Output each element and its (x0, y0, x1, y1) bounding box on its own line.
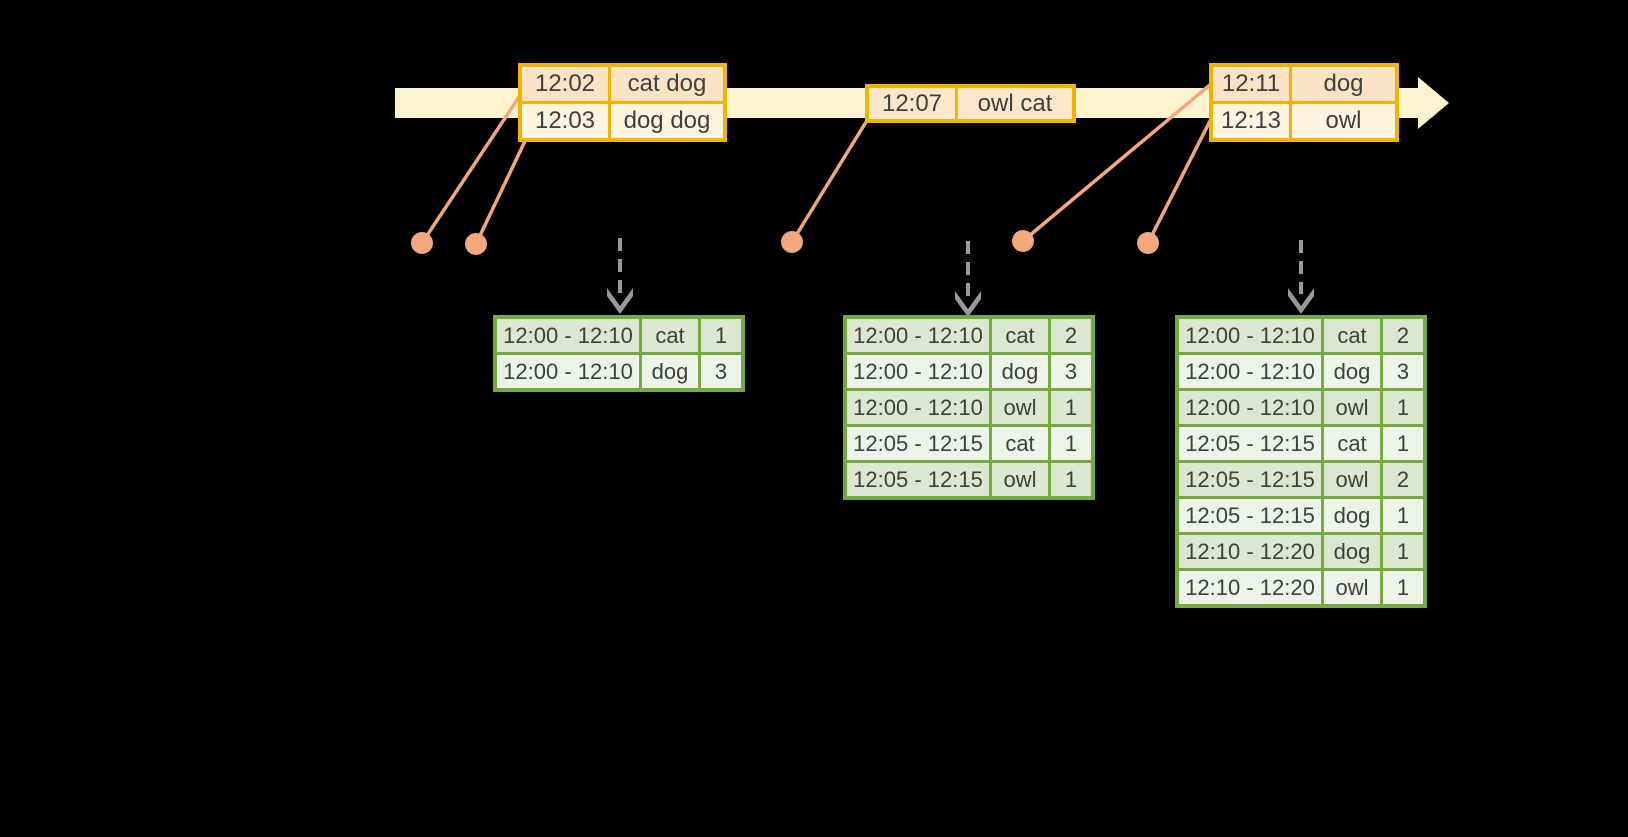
event-dot (411, 232, 433, 254)
event-words-cell: owl cat (958, 88, 1072, 119)
arrow-down-icon (955, 291, 981, 317)
arrow-down-icon (1288, 288, 1314, 314)
window-cell: 12:05 - 12:15 (1179, 499, 1321, 532)
window-cell: 12:00 - 12:10 (847, 355, 989, 388)
trigger-arrowheads (607, 288, 1314, 317)
window-cell: 12:05 - 12:15 (1179, 463, 1321, 496)
event-link-line (1021, 82, 1213, 243)
window-cell: 12:10 - 12:20 (1179, 571, 1321, 604)
word-cell: owl (1324, 463, 1380, 496)
word-cell: cat (992, 319, 1048, 352)
event-dot (1012, 230, 1034, 252)
count-cell: 3 (1383, 355, 1423, 388)
event-link-line (790, 121, 868, 243)
arrow-down-icon (607, 288, 633, 314)
event-time-cell: 12:11 (1213, 67, 1289, 101)
count-cell: 1 (1051, 463, 1091, 496)
window-cell: 12:00 - 12:10 (847, 319, 989, 352)
word-cell: dog (642, 355, 698, 388)
event-link-line (474, 138, 528, 245)
word-cell: dog (1324, 535, 1380, 568)
trigger-arrows (618, 238, 1303, 297)
event-dot (1137, 232, 1159, 254)
word-cell: owl (1324, 391, 1380, 424)
word-cell: dog (1324, 355, 1380, 388)
event-words-cell: cat dog (611, 67, 723, 101)
event-words-cell: dog (1292, 67, 1395, 101)
word-cell: cat (992, 427, 1048, 460)
event-time-cell: 12:13 (1213, 104, 1289, 138)
word-cell: owl (992, 391, 1048, 424)
event-dot (781, 231, 803, 253)
window-cell: 12:00 - 12:10 (1179, 319, 1321, 352)
window-cell: 12:10 - 12:20 (1179, 535, 1321, 568)
count-cell: 1 (1051, 391, 1091, 424)
count-cell: 1 (1051, 427, 1091, 460)
count-cell: 1 (1383, 391, 1423, 424)
window-cell: 12:00 - 12:10 (1179, 391, 1321, 424)
count-cell: 1 (1383, 427, 1423, 460)
word-cell: dog (1324, 499, 1380, 532)
count-cell: 1 (1383, 571, 1423, 604)
event-link-line (1146, 118, 1213, 244)
window-cell: 12:05 - 12:15 (847, 463, 989, 496)
window-cell: 12:00 - 12:10 (847, 391, 989, 424)
word-cell: owl (1324, 571, 1380, 604)
event-words-cell: owl (1292, 104, 1395, 138)
event-time-cell: 12:03 (522, 104, 608, 138)
event-dot (465, 233, 487, 255)
window-cell: 12:00 - 12:10 (497, 319, 639, 352)
event-dots (411, 230, 1159, 255)
count-cell: 2 (1383, 463, 1423, 496)
word-cell: cat (1324, 427, 1380, 460)
count-cell: 1 (1383, 535, 1423, 568)
event-link-line (420, 93, 523, 244)
word-cell: owl (992, 463, 1048, 496)
window-cell: 12:00 - 12:10 (497, 355, 639, 388)
count-cell: 1 (701, 319, 741, 352)
word-cell: cat (1324, 319, 1380, 352)
count-cell: 2 (1383, 319, 1423, 352)
window-cell: 12:00 - 12:10 (1179, 355, 1321, 388)
count-cell: 3 (701, 355, 741, 388)
window-cell: 12:05 - 12:15 (847, 427, 989, 460)
word-cell: dog (992, 355, 1048, 388)
event-link-lines (420, 82, 1213, 245)
timeline-arrowhead-icon (1418, 77, 1449, 129)
count-cell: 1 (1383, 499, 1423, 532)
count-cell: 2 (1051, 319, 1091, 352)
count-cell: 3 (1051, 355, 1091, 388)
window-cell: 12:05 - 12:15 (1179, 427, 1321, 460)
event-time-cell: 12:02 (522, 67, 608, 101)
event-words-cell: dog dog (611, 104, 723, 138)
word-cell: cat (642, 319, 698, 352)
event-time-cell: 12:07 (869, 88, 955, 119)
